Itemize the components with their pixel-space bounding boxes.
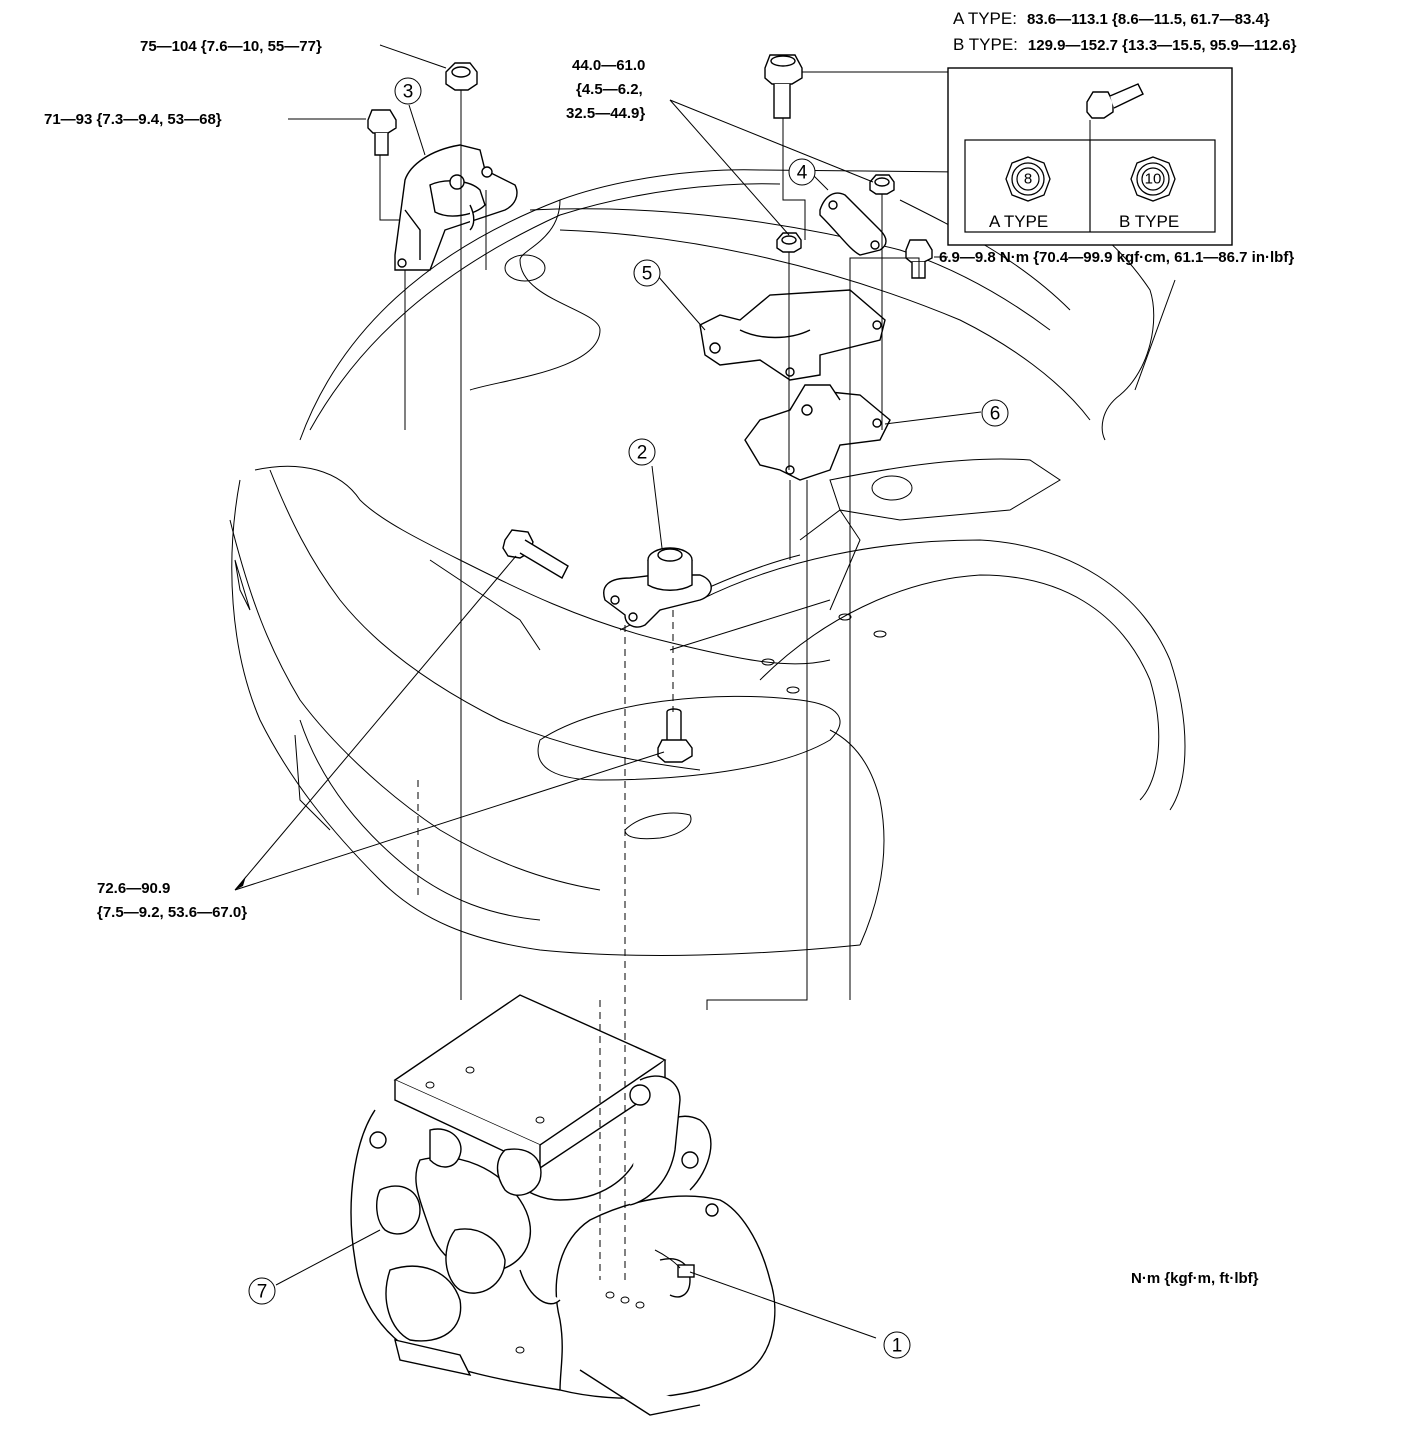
svg-text:6: 6 — [990, 404, 1001, 425]
a-type-head-icon — [1005, 156, 1051, 202]
mount-nut-75 — [445, 62, 478, 91]
car-body-outline — [229, 169, 1186, 956]
torque-label-mount-bolt: 71—93 {7.3—9.4, 53—68} — [44, 111, 222, 128]
torque-label-bolts-line2: {7.5—9.2, 53.6—67.0} — [97, 904, 247, 921]
callout-4: 4 — [788, 158, 816, 186]
svg-text:2: 2 — [637, 443, 648, 464]
torque-label-nut-line1: 44.0—61.0 — [572, 57, 645, 74]
alignment-lines — [379, 90, 920, 1280]
engine-mount-bracket — [394, 144, 518, 271]
nut-44-left — [776, 232, 802, 253]
a-type-value: 83.6—113.1 {8.6—11.5, 61.7—83.4} — [1027, 11, 1270, 28]
type-bolt — [764, 54, 803, 119]
svg-text:7: 7 — [257, 1282, 268, 1303]
callout-1: 1 — [883, 1331, 911, 1359]
nut-44-right — [869, 174, 895, 195]
callout-3: 3 — [394, 77, 422, 105]
b-type-value: 129.9—152.7 {13.3—15.5, 95.9—112.6} — [1028, 37, 1297, 54]
b-type-prefix: B TYPE: — [953, 35, 1018, 54]
torque-label-nut-line3: 32.5—44.9} — [566, 105, 645, 122]
bolt-72-upper — [502, 529, 569, 579]
svg-text:4: 4 — [797, 163, 808, 184]
b-type-head-icon — [1130, 156, 1176, 202]
mount-6 — [744, 384, 891, 481]
mount-2 — [603, 547, 712, 628]
callout-6: 6 — [981, 399, 1009, 427]
torque-label-small-bolt: 6.9—9.8 N·m {70.4—99.9 kgf·cm, 61.1—86.7… — [939, 249, 1294, 266]
torque-label-bolts-line1: 72.6—90.9 — [97, 880, 170, 897]
a-type-torque: A TYPE: 83.6—113.1 {8.6—11.5, 61.7—83.4} — [953, 9, 1270, 28]
bracket-5 — [699, 289, 886, 381]
b-type-mark: 10 — [1145, 171, 1162, 188]
torque-label-mount-nut: 75—104 {7.6—10, 55—77} — [140, 38, 322, 55]
bolt-72-lower — [657, 708, 693, 763]
a-type-prefix: A TYPE: — [953, 9, 1017, 28]
b-type-label: B TYPE — [1119, 212, 1179, 231]
leader-lines — [234, 44, 1176, 1339]
svg-text:5: 5 — [642, 264, 653, 285]
bracket-4 — [819, 192, 887, 256]
type-inset: 8 10 A TYPE B TYPE — [947, 67, 1233, 246]
b-type-torque: B TYPE: 129.9—152.7 {13.3—15.5, 95.9—112… — [953, 35, 1297, 54]
a-type-mark: 8 — [1024, 171, 1032, 188]
callout-5: 5 — [633, 259, 661, 287]
callout-2: 2 — [628, 438, 656, 466]
engine-assembly — [350, 994, 776, 1416]
a-type-label: A TYPE — [989, 212, 1048, 231]
torque-label-nut-line2: {4.5—6.2, — [576, 81, 643, 98]
callout-7: 7 — [248, 1277, 276, 1305]
svg-text:1: 1 — [892, 1336, 903, 1357]
unit-note: N·m {kgf·m, ft·lbf} — [1131, 1270, 1259, 1287]
mount-bolt-71 — [367, 109, 397, 156]
svg-text:3: 3 — [403, 82, 414, 103]
